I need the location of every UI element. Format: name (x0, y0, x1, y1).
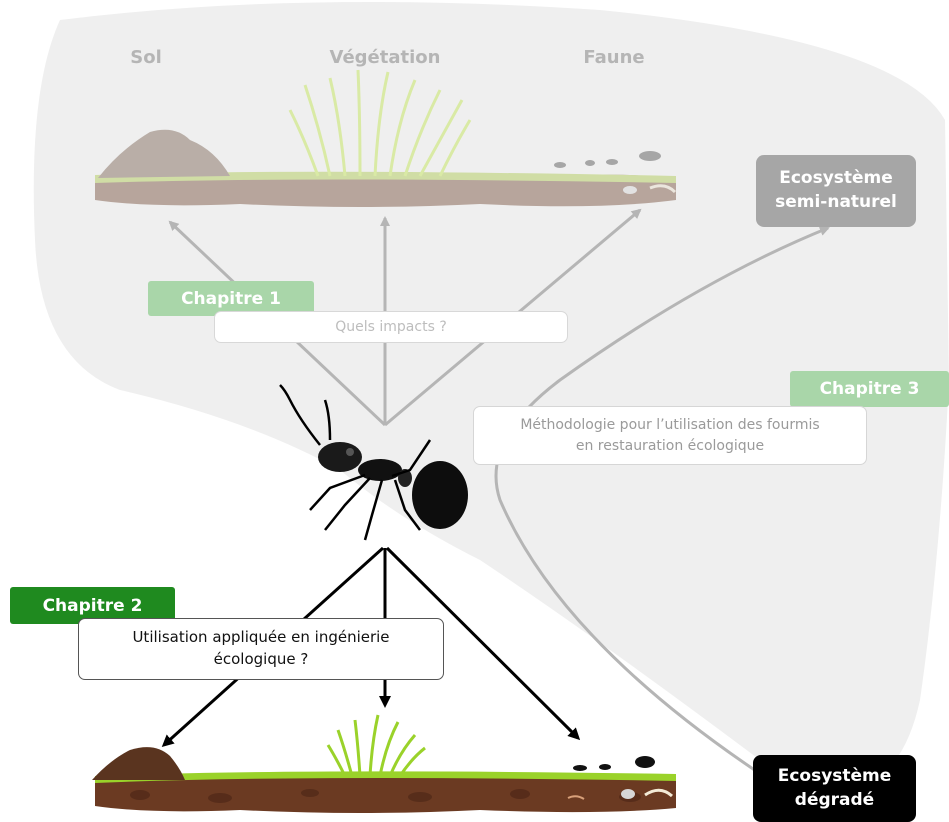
ecosystem-degraded-line2: dégradé (795, 789, 874, 813)
grass-tuft (328, 715, 425, 776)
ecosystem-degraded-line1: Ecosystème (778, 765, 892, 789)
chapter3-question: Méthodologie pour l’utilisation des four… (473, 406, 867, 465)
chapter1-question: Quels impacts ? (214, 311, 568, 343)
chapter3-question-line2: en restauration écologique (576, 436, 764, 456)
chapter2-question-line1: Utilisation appliquée en ingénierie (132, 627, 389, 649)
ecosystem-semi-natural-box: Ecosystème semi-naturel (756, 155, 916, 227)
label-vegetation: Végétation (305, 47, 465, 68)
label-soil: Sol (66, 47, 226, 68)
chapter2-question-line2: écologique ? (214, 649, 309, 671)
ecosystem-semi-natural-line1: Ecosystème (779, 167, 893, 191)
soil-mound (92, 747, 185, 780)
ecosystem-degraded-box: Ecosystème dégradé (753, 755, 916, 822)
chapter2-question: Utilisation appliquée en ingénierie écol… (78, 618, 444, 680)
chapter3-question-line1: Méthodologie pour l’utilisation des four… (520, 415, 819, 435)
chapter3-badge: Chapitre 3 (790, 371, 949, 407)
ecosystem-semi-natural-line2: semi-naturel (775, 191, 897, 215)
label-fauna: Faune (534, 47, 694, 68)
